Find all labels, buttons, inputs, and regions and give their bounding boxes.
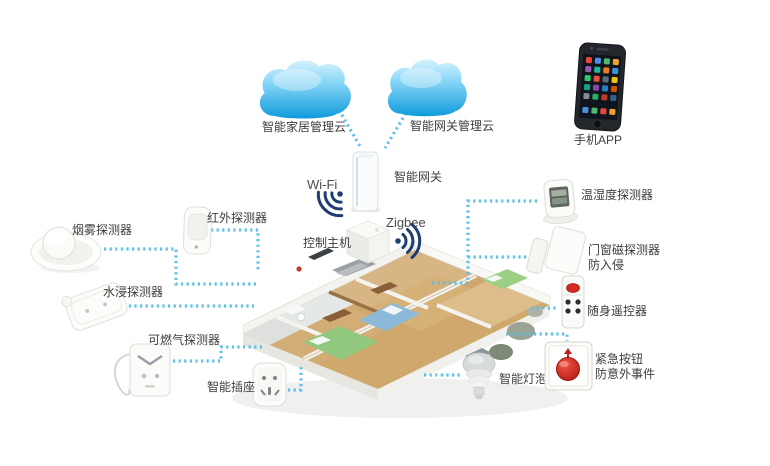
- zigbee-label: Zigbee: [386, 215, 426, 230]
- water-detector-device: [61, 282, 128, 331]
- door-magnet-device: [526, 226, 587, 275]
- water-detector-label: 水浸探测器: [103, 285, 163, 299]
- connector-temp-humidity: [432, 199, 539, 285]
- smartphone: [574, 42, 626, 132]
- connector-cloud-left: [337, 109, 363, 149]
- phone-home-button: [592, 119, 602, 129]
- cloud-left-label: 智能家居管理云: [262, 119, 346, 134]
- infrared-detector-label: 红外探测器: [207, 210, 267, 225]
- wifi-label: Wi-Fi: [307, 177, 337, 192]
- infrared-detector-device: [182, 206, 212, 255]
- smart-socket-label: 智能插座: [207, 379, 255, 394]
- cloud-right: [387, 59, 467, 117]
- gateway-label: 智能网关: [394, 169, 442, 184]
- remote-control-device: [561, 275, 585, 329]
- remote-control-label: 随身遥控器: [587, 303, 647, 318]
- house-floorplan: [232, 240, 568, 418]
- door-magnet-label: 门窗磁探测器: [588, 242, 660, 257]
- phone-app-icons: [582, 57, 619, 116]
- door-magnet-sublabel: 防入侵: [588, 257, 624, 272]
- gas-detector-device: [113, 343, 171, 397]
- smoke-detector-label: 烟雾探测器: [72, 223, 132, 237]
- connector-infrared: [211, 228, 260, 271]
- emergency-button-device: [544, 341, 593, 391]
- smart-bulb-device: [462, 352, 496, 400]
- emergency-button-label: 紧急按钮: [595, 351, 643, 366]
- gateway-device: [351, 151, 380, 212]
- emergency-button-sublabel: 防意外事件: [595, 366, 655, 381]
- wifi-signal-icon: [316, 190, 344, 218]
- gas-detector-label: 可燃气探测器: [148, 332, 220, 347]
- temp-humidity-label: 温湿度探测器: [581, 187, 653, 202]
- smart-bulb-label: 智能灯泡: [499, 371, 547, 386]
- connector-gas: [173, 345, 262, 363]
- zigbee-signal-icon: [395, 223, 422, 259]
- connector-lines: [76, 109, 569, 392]
- control-host-label: 控制主机: [303, 236, 351, 250]
- indoor-sensor-dot: [296, 266, 302, 272]
- cloud-right-label: 智能网关管理云: [410, 118, 494, 133]
- control-host-device: [345, 220, 391, 264]
- smoke-detector-device: [30, 226, 102, 273]
- connector-cloud-right: [383, 112, 408, 149]
- phone-label: 手机APP: [574, 133, 622, 147]
- connector-smoke: [76, 247, 257, 286]
- temp-humidity-device: [543, 178, 579, 225]
- smart-socket-device: [252, 362, 287, 407]
- connector-socket: [288, 364, 303, 392]
- cloud-left: [259, 60, 351, 119]
